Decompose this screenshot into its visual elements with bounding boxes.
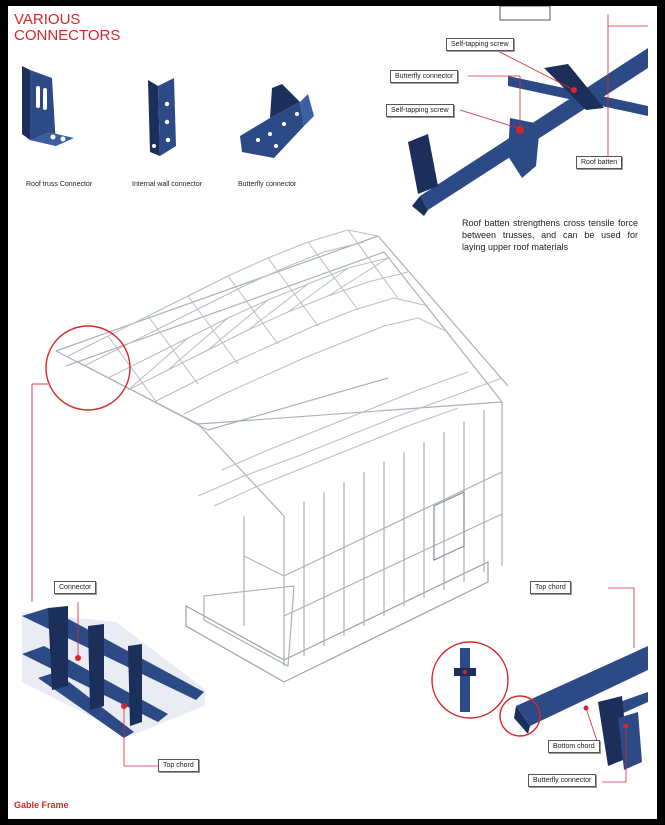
internal-wall-connector-drawing [148, 78, 176, 156]
roof-batten-tag: Roof batten [576, 156, 623, 169]
illustration [22, 6, 648, 783]
title-line-2: CONNECTORS [14, 27, 121, 44]
left-frame-detail [22, 602, 206, 767]
self-tapping-screw-tag-1: Self-tapping screw [446, 38, 514, 51]
top-right-truss-detail [408, 6, 648, 216]
butterfly-connector-tag-bottom: Butterfly connector [528, 774, 597, 787]
title-line-1: VARIOUS [14, 11, 81, 28]
right-chord-detail [431, 587, 648, 783]
roof-eave-callout-circle [45, 325, 131, 411]
top-chord-tag-right: Top chord [530, 581, 571, 594]
butterfly-connector-tag-top: Butterfly connector [390, 70, 459, 83]
roof-trusses [67, 229, 503, 507]
roof-batten-note: Roof batten strengthens cross tensile fo… [462, 218, 638, 252]
internal-wall-connector-label: Internal wall connector [132, 181, 203, 188]
top-chord-tag-left: Top chord [158, 759, 199, 772]
gable-frame-structure [55, 235, 509, 683]
butterfly-connector-drawing [240, 84, 314, 158]
connector-tag: Connector [54, 581, 97, 594]
footer-label: Gable Frame [14, 800, 69, 810]
butterfly-connector-label: Butterfly connector [238, 181, 297, 188]
roof-truss-connector-label: Roof truss Connector [26, 181, 93, 188]
roof-truss-connector-drawing [22, 66, 74, 146]
bottom-chord-tag: Bottom chord [548, 740, 600, 753]
sheet: VARIOUS CONNECTORS [8, 6, 657, 819]
connector-closeup-circle [431, 641, 509, 719]
page-title: VARIOUS CONNECTORS [14, 12, 120, 44]
self-tapping-screw-tag-2: Self-tapping screw [386, 104, 454, 117]
